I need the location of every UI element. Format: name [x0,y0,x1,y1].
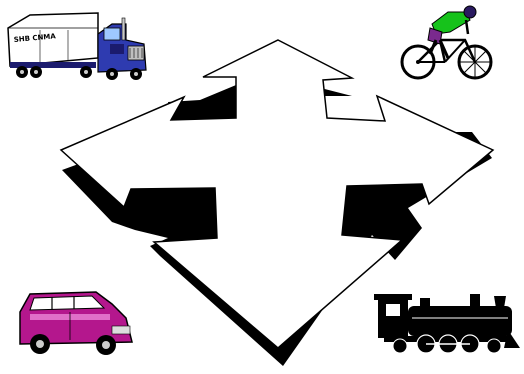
minivan [20,292,132,355]
steam-locomotive [374,294,520,353]
cyclist [402,6,491,78]
semi-truck: SHB CNMA [8,13,146,80]
